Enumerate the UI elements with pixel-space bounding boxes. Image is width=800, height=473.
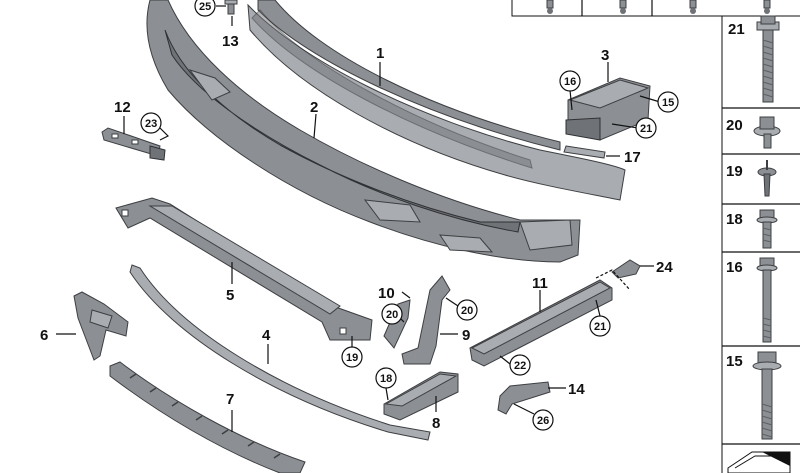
circled-callout-22[interactable] — [509, 354, 531, 376]
part-17-strip[interactable] — [563, 145, 606, 159]
callout-13[interactable]: 13 — [222, 33, 239, 50]
callout-7[interactable]: 7 — [226, 391, 234, 408]
circled-label: 25 — [199, 1, 211, 13]
sidebar-item-15[interactable]: 15 — [726, 351, 782, 440]
part-1-bumper-carrier[interactable] — [247, 0, 626, 201]
callout-8[interactable]: 8 — [432, 415, 440, 432]
part-11-rail[interactable] — [469, 279, 613, 367]
callout-11[interactable]: 11 — [532, 275, 548, 292]
callout-5[interactable]: 5 — [226, 287, 234, 304]
part-14-bracket[interactable] — [497, 381, 551, 415]
leader-8-18 — [385, 387, 389, 401]
part-3-bracket[interactable] — [565, 77, 651, 141]
callout-1[interactable]: 1 — [376, 45, 384, 62]
circled-callout-20[interactable] — [381, 303, 403, 325]
sidebar-item-21[interactable]: 21 — [728, 15, 780, 103]
leader-11-22 — [499, 355, 511, 365]
circled-label: 15 — [662, 97, 674, 109]
circled-label: 18 — [380, 373, 392, 385]
circled-callout-16[interactable] — [559, 70, 581, 92]
leader-24-dashed — [595, 269, 631, 291]
leader-11-21 — [595, 299, 601, 317]
sidebar-item-16[interactable]: 16 — [726, 257, 778, 343]
callout-24[interactable]: 24 — [656, 259, 673, 276]
fastener-table — [721, 0, 800, 473]
sidebar-item-label: 20 — [726, 117, 743, 134]
small-screw-icon — [619, 0, 627, 14]
leader-14-26 — [513, 403, 535, 415]
leader-9-20 — [445, 297, 459, 307]
small-screw-icon — [689, 0, 697, 14]
leader-2 — [313, 113, 317, 139]
sidebar-item-label: 16 — [726, 259, 743, 276]
callout-10[interactable]: 10 — [378, 285, 395, 302]
part-24-clip[interactable] — [611, 259, 641, 279]
sidebar-item-label: 15 — [726, 353, 743, 370]
part-9-bracket[interactable] — [401, 275, 451, 365]
circled-label: 16 — [564, 76, 576, 88]
callout-2[interactable]: 2 — [310, 99, 318, 116]
circled-label: 22 — [514, 360, 526, 372]
circled-callout-26[interactable] — [532, 409, 554, 431]
leader-12-23 — [159, 127, 170, 141]
circled-label: 20 — [386, 309, 398, 321]
circled-callout-18[interactable] — [375, 367, 397, 389]
part-13-clip[interactable] — [224, 0, 238, 15]
expanding-rivet-icon — [757, 160, 777, 197]
circled-label: 21 — [594, 321, 606, 333]
circled-callout-19[interactable] — [341, 346, 363, 368]
circled-callout-25[interactable] — [194, 0, 216, 17]
part-6-side-bracket[interactable] — [73, 291, 129, 361]
sidebar-item-19[interactable]: 19 — [726, 160, 777, 197]
flange-bolt-large-icon — [752, 351, 782, 440]
callout-9[interactable]: 9 — [462, 327, 470, 344]
leader-3-15 — [639, 95, 661, 103]
small-screw-icon — [546, 0, 554, 14]
small-screw-icon — [763, 0, 771, 14]
part-4-trim-strip[interactable] — [129, 264, 431, 441]
leader-10 — [401, 291, 411, 299]
part-2-impact-absorber[interactable] — [146, 0, 581, 263]
circled-label: 20 — [461, 305, 473, 317]
parts-set-icon[interactable] — [727, 451, 791, 473]
fastener-table-top-strip — [511, 0, 800, 17]
part-7-lower-strip[interactable] — [109, 361, 306, 473]
circled-label: 23 — [145, 118, 157, 130]
circled-label: 21 — [640, 123, 652, 135]
hex-bolt-long-icon — [756, 257, 778, 343]
callout-14[interactable]: 14 — [568, 381, 585, 398]
circled-label: 26 — [537, 415, 549, 427]
flange-bolt-icon — [756, 15, 780, 103]
callout-12[interactable]: 12 — [114, 99, 131, 116]
sidebar-item-20[interactable]: 20 — [726, 116, 781, 149]
sidebar-item-18[interactable]: 18 — [726, 209, 778, 249]
sidebar-item-label: 19 — [726, 163, 743, 180]
circled-callout-20[interactable] — [456, 299, 478, 321]
callout-4[interactable]: 4 — [262, 327, 271, 344]
part-12-bracket[interactable] — [101, 127, 166, 161]
circled-callout-15[interactable] — [657, 91, 679, 113]
circled-callout-23[interactable] — [140, 112, 162, 134]
part-5-crossbar[interactable] — [115, 197, 373, 341]
washer-screw-icon — [753, 116, 781, 149]
leader-3-16 — [569, 89, 573, 111]
circled-callout-21[interactable] — [589, 315, 611, 337]
leader-3-21 — [611, 123, 639, 129]
callout-3[interactable]: 3 — [601, 47, 609, 64]
part-8-deformation-element[interactable] — [383, 371, 459, 421]
circled-callout-21[interactable] — [635, 117, 657, 139]
hex-bolt-short-icon — [756, 209, 778, 249]
sidebar-item-label: 18 — [726, 211, 743, 228]
circled-label: 19 — [346, 352, 358, 364]
callout-6[interactable]: 6 — [40, 327, 48, 344]
callout-17[interactable]: 17 — [624, 149, 641, 166]
sidebar-item-label: 21 — [728, 21, 745, 38]
